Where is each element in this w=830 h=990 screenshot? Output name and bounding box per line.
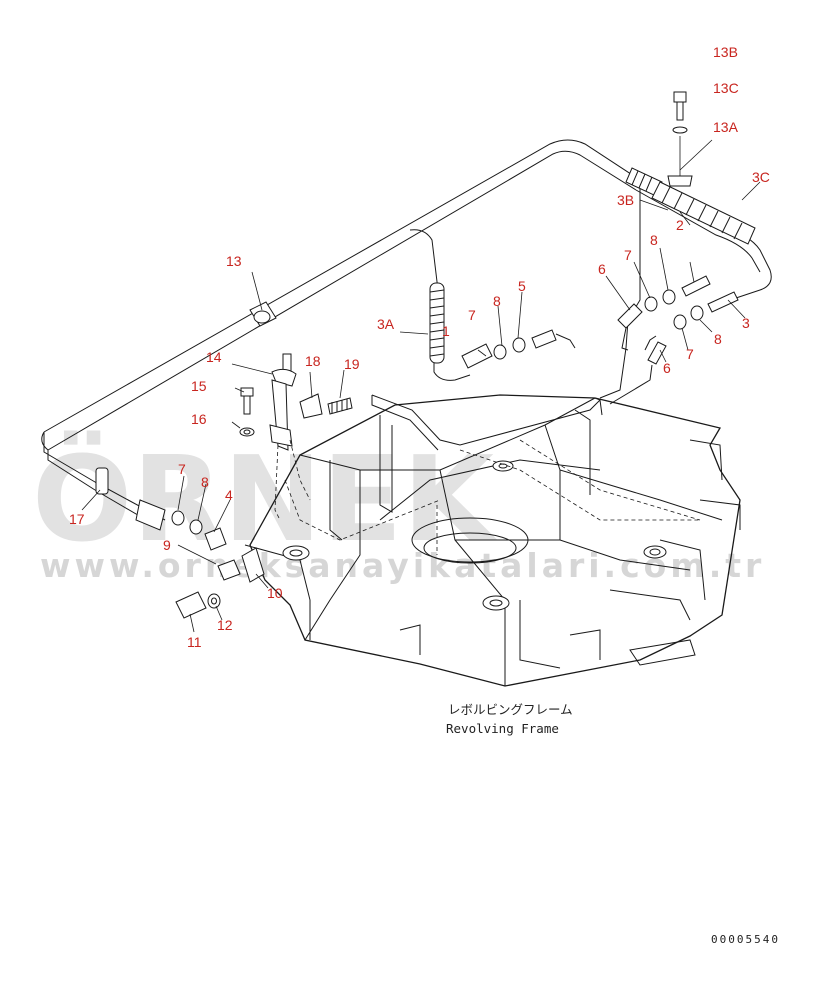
callout-7-left: 7 [178,461,186,477]
callout-13c: 13C [713,80,739,96]
callout-1: 1 [442,323,450,339]
callout-6-upper: 6 [598,261,606,277]
callout-19: 19 [344,356,360,372]
callout-4: 4 [225,487,233,503]
callout-12: 12 [217,617,233,633]
callout-13: 13 [226,253,242,269]
callout-7-center: 7 [468,307,476,323]
revolving-frame [244,394,741,687]
callout-8-left: 8 [201,474,209,490]
callout-7-lower: 7 [686,346,694,362]
callout-8-lower: 8 [714,331,722,347]
callout-9: 9 [163,537,171,553]
document-number: 00005540 [711,933,780,946]
fittings-right [617,275,739,365]
frame-label-japanese: レボルビングフレーム [448,702,573,717]
fittings-left [95,467,265,619]
callout-13b: 13B [713,44,738,60]
spring-sleeve-3a [429,282,445,364]
callout-6-lower: 6 [663,360,671,376]
bolt-13 [667,91,693,187]
callout-17: 17 [69,511,85,527]
callout-7-upper: 7 [624,247,632,263]
callout-8-center: 8 [493,293,501,309]
frame-label-english: Revolving Frame [446,721,559,736]
callout-13a: 13A [713,119,739,135]
callout-labels: 13B 13C 13A 3C 3B 2 13 3A 1 7 8 5 6 7 8 … [69,44,770,650]
callout-8-upper: 8 [650,232,658,248]
callout-18: 18 [305,353,321,369]
leader-lines [81,139,761,633]
callout-3c: 3C [752,169,770,185]
bracket-assembly [239,353,353,521]
callout-5: 5 [518,278,526,294]
callout-3: 3 [742,315,750,331]
callout-14: 14 [206,349,222,365]
cable-clamp-13 [249,301,277,327]
spring-sleeve-3c [651,181,756,245]
callout-15: 15 [191,378,207,394]
callout-16: 16 [191,411,207,427]
callout-3a: 3A [377,316,395,332]
callout-11: 11 [187,634,202,650]
callout-2: 2 [676,217,684,233]
callout-10: 10 [267,585,283,601]
frame-caption: レボルビングフレーム Revolving Frame [446,702,573,736]
watermark-url: www.orneksanayikatalari.com.tr [40,546,765,585]
callout-3b: 3B [617,192,634,208]
fittings-center [461,329,576,369]
